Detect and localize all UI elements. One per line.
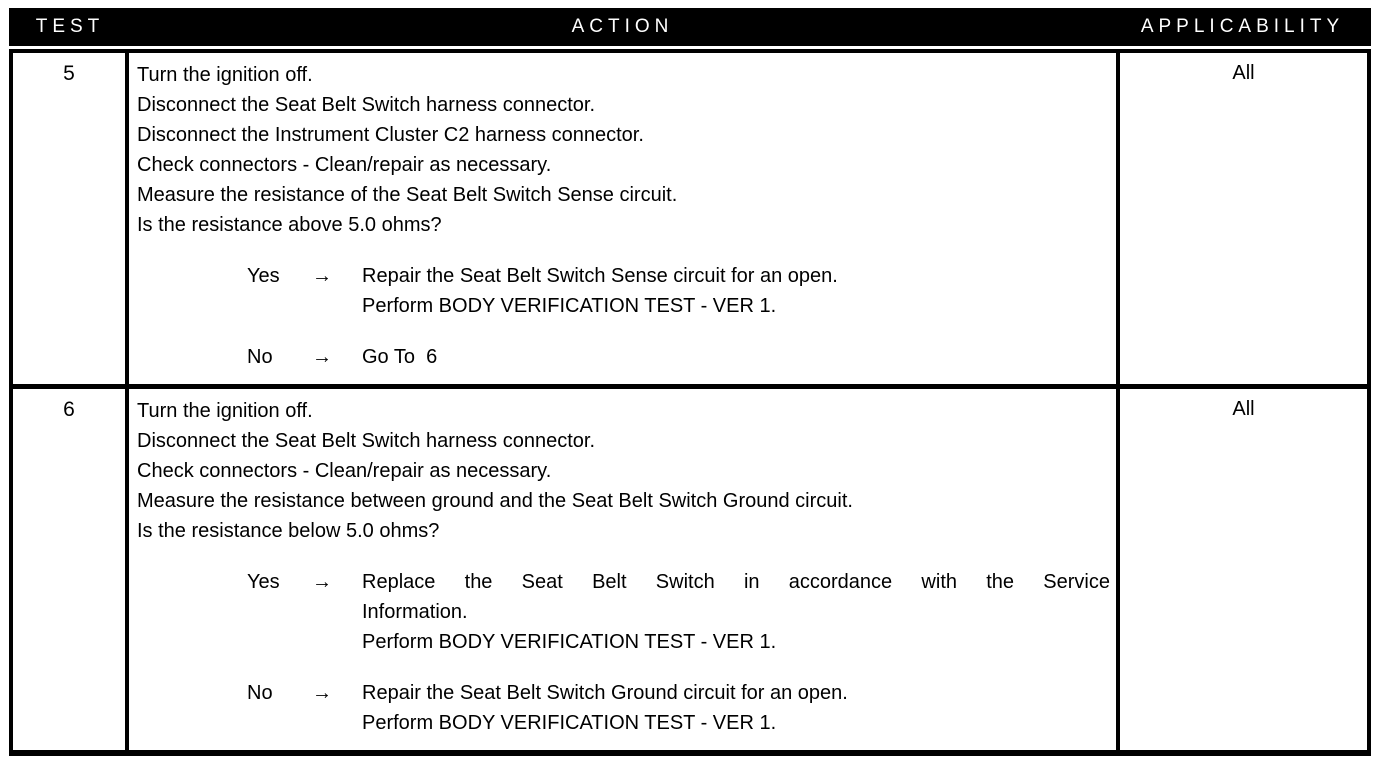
action-steps: Turn the ignition off. Disconnect the Sea…	[137, 60, 1110, 240]
decision-branch: No → Go To 6	[247, 342, 1110, 372]
decision-instructions: Go To 6	[362, 342, 1110, 372]
table-header: TEST ACTION APPLICABILITY	[9, 8, 1371, 46]
action-step-line: Turn the ignition off.	[137, 64, 313, 86]
applicability-value: All	[1232, 398, 1255, 420]
column-header-applicability: APPLICABILITY	[1140, 16, 1345, 37]
column-header-action: ACTION	[571, 16, 674, 37]
test-number-cell: 5	[13, 53, 129, 384]
table-row: 5 Turn the ignition off. Disconnect the S…	[13, 53, 1367, 384]
action-step-line: Disconnect the Seat Belt Switch harness …	[137, 430, 596, 452]
decision-answer: No	[247, 682, 273, 704]
action-step-line: Turn the ignition off.	[137, 400, 313, 422]
column-header-test: TEST	[35, 16, 105, 37]
action-cell: Turn the ignition off. Disconnect the Sea…	[129, 53, 1116, 384]
action-step-line: Measure the resistance between ground an…	[137, 490, 853, 512]
applicability-cell: All	[1116, 389, 1367, 750]
action-step-line: Check connectors - Clean/repair as neces…	[137, 154, 552, 176]
decision-instruction-line: Go To 6	[362, 346, 438, 368]
test-number: 5	[63, 62, 75, 85]
decision-results: Yes → Replace the Seat Belt Switch in ac…	[137, 567, 1110, 738]
decision-instruction-line: Repair the Seat Belt Switch Sense circui…	[362, 265, 838, 287]
decision-instruction-line: Repair the Seat Belt Switch Ground circu…	[362, 682, 848, 704]
table-row: 6 Turn the ignition off. Disconnect the S…	[13, 384, 1367, 750]
decision-branch: Yes → Repair the Seat Belt Switch Sense …	[247, 261, 1110, 321]
applicability-cell: All	[1116, 53, 1367, 384]
right-arrow-icon: →	[312, 571, 332, 593]
decision-instructions: Repair the Seat Belt Switch Ground circu…	[362, 678, 1110, 738]
action-step-line: Is the resistance above 5.0 ohms?	[137, 214, 442, 236]
action-step-line: Disconnect the Seat Belt Switch harness …	[137, 94, 596, 116]
test-number-cell: 6	[13, 389, 129, 750]
applicability-value: All	[1232, 62, 1255, 84]
decision-instruction-line: Perform BODY VERIFICATION TEST - VER 1.	[362, 631, 777, 653]
decision-instruction-line: Perform BODY VERIFICATION TEST - VER 1.	[362, 712, 777, 734]
right-arrow-icon: →	[312, 265, 332, 287]
decision-results: Yes → Repair the Seat Belt Switch Sense …	[137, 261, 1110, 372]
table-body: 5 Turn the ignition off. Disconnect the S…	[9, 49, 1371, 756]
decision-instruction-line: Perform BODY VERIFICATION TEST - VER 1.	[362, 295, 777, 317]
decision-instructions: Repair the Seat Belt Switch Sense circui…	[362, 261, 1110, 321]
action-step-line: Measure the resistance of the Seat Belt …	[137, 184, 678, 206]
decision-instruction-line: Replace the Seat Belt Switch in accordan…	[362, 571, 1110, 593]
action-step-line: Check connectors - Clean/repair as neces…	[137, 460, 552, 482]
diagnostic-test-table: TEST ACTION APPLICABILITY 5 Turn the ign…	[9, 8, 1371, 756]
decision-branch: No → Repair the Seat Belt Switch Ground …	[247, 678, 1110, 738]
decision-instructions: Replace the Seat Belt Switch in accordan…	[362, 567, 1110, 657]
decision-instruction-line: Information.	[362, 601, 468, 623]
action-steps: Turn the ignition off. Disconnect the Sea…	[137, 396, 1110, 546]
decision-answer: Yes	[247, 571, 280, 593]
action-step-line: Is the resistance below 5.0 ohms?	[137, 520, 440, 542]
action-step-line: Disconnect the Instrument Cluster C2 har…	[137, 124, 644, 146]
test-number: 6	[63, 398, 75, 421]
decision-answer: No	[247, 346, 273, 368]
right-arrow-icon: →	[312, 682, 332, 704]
decision-branch: Yes → Replace the Seat Belt Switch in ac…	[247, 567, 1110, 657]
action-cell: Turn the ignition off. Disconnect the Sea…	[129, 389, 1116, 750]
decision-answer: Yes	[247, 265, 280, 287]
right-arrow-icon: →	[312, 346, 332, 368]
